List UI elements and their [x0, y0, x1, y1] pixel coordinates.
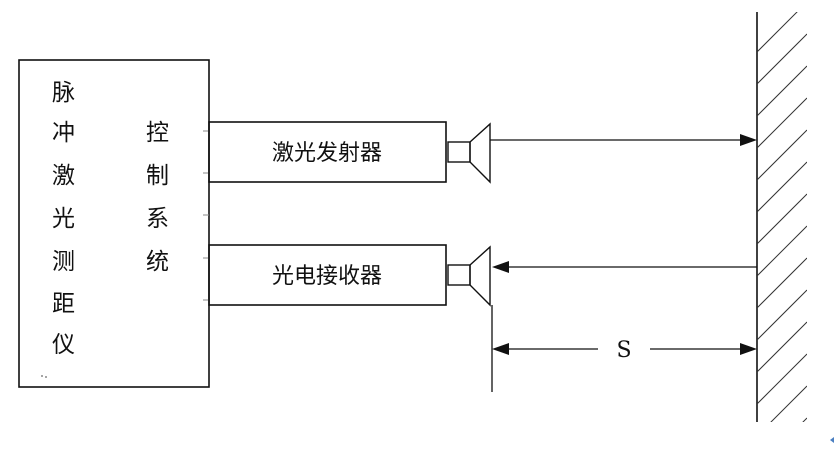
instrument-char: 激	[52, 163, 75, 189]
instrument-char: 测	[52, 249, 75, 275]
instrument-left-column: 脉 冲 激 光 测 距 仪	[52, 80, 75, 358]
instrument-char: 光	[52, 206, 75, 232]
return-beam-arrowhead	[492, 261, 509, 273]
instrument-char: 控	[146, 120, 169, 146]
instrument-char: 系	[146, 206, 169, 232]
stray-mark	[41, 375, 43, 377]
outgoing-beam-arrowhead	[740, 134, 757, 146]
distance-label: S	[616, 338, 631, 363]
instrument-box	[18, 59, 210, 388]
instrument-char: 制	[146, 163, 169, 189]
stray-mark	[45, 376, 47, 378]
corner-mark	[830, 437, 834, 443]
receiver-box	[208, 244, 447, 306]
receiver-label: 光电接收器	[272, 264, 382, 289]
distance-arrow-left	[492, 343, 509, 355]
instrument-char: 脉	[52, 80, 75, 106]
receiver-optic	[447, 245, 491, 307]
emitter-label: 激光发射器	[272, 141, 382, 166]
instrument-char: 冲	[52, 120, 75, 146]
emitter-optic	[447, 122, 491, 184]
instrument-right-column: 控 制 系 统	[146, 120, 169, 275]
distance-arrow-right	[740, 343, 757, 355]
instrument-char: 距	[52, 291, 75, 317]
wall-hatching	[757, 12, 807, 422]
connector-ticks	[203, 130, 209, 301]
instrument-char: 仪	[52, 332, 75, 358]
emitter-box	[208, 121, 447, 183]
instrument-char: 统	[146, 249, 169, 275]
